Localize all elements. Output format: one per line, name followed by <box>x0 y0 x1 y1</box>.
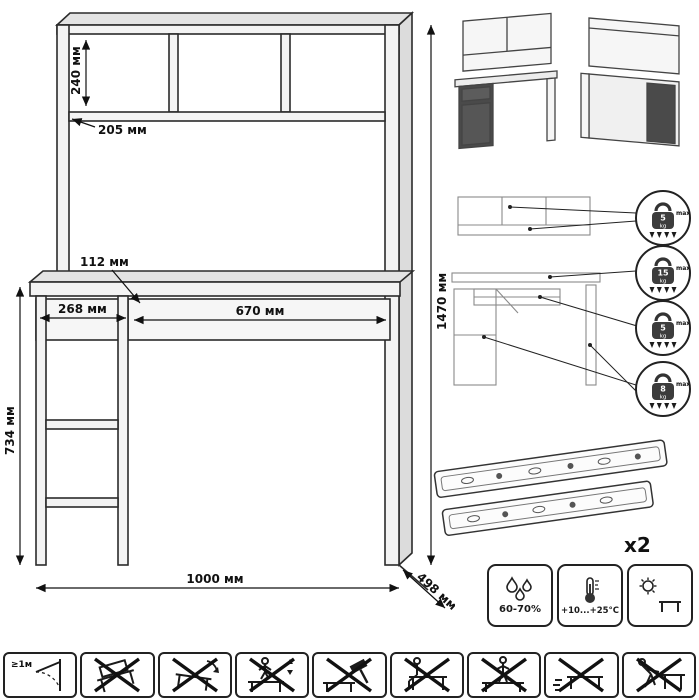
leader-lines <box>483 206 639 394</box>
load-limit-callout-2: 15 kg max <box>635 245 691 301</box>
drawer-slide-rail <box>433 439 668 498</box>
humidity-condition: 60-70% <box>487 564 553 627</box>
kettlebell-icon <box>654 373 672 383</box>
load-max-label: max <box>676 210 690 217</box>
down-arrows-icon <box>649 287 677 293</box>
load-unit: kg <box>660 224 667 230</box>
dim-734-label: 734 мм <box>3 406 17 455</box>
conditions-row: 60-70% +10...+25°С <box>487 564 693 627</box>
no-sit-on-desk-icon <box>403 657 450 693</box>
no-stand-on-desk-icon <box>481 656 528 693</box>
load-weight: 5 <box>660 214 666 223</box>
warning-no-rock <box>157 652 232 698</box>
no-hammer-icon <box>323 657 373 693</box>
kettlebell-icon <box>654 257 672 267</box>
dim-498-label: 498 мм <box>414 570 455 613</box>
dim-670-label: 670 мм <box>236 304 285 318</box>
water-drops-icon <box>506 576 532 601</box>
load-max-label: max <box>676 265 690 272</box>
dim-240-label: 240 мм <box>69 46 83 95</box>
warnings-row: ≥1м <box>3 652 696 698</box>
desk-view-thumbnails <box>454 12 680 150</box>
slides-quantity-label: x2 <box>624 533 651 557</box>
sunlight-condition <box>627 564 693 627</box>
drawer-slides: x2 <box>433 439 668 557</box>
down-arrows-icon <box>649 342 677 348</box>
load-unit: kg <box>660 334 667 340</box>
dim-205-label: 205 мм <box>98 123 147 137</box>
door-clearance-icon: ≥1м <box>11 659 62 691</box>
temperature-value: +10...+25°С <box>560 605 620 616</box>
warning-no-hammer <box>312 652 387 698</box>
door-clearance-value: ≥1м <box>11 660 32 670</box>
sun-over-table-icon <box>639 577 681 612</box>
warning-no-stand <box>466 652 542 698</box>
load-limit-diagram: 5 kg max 15 kg max <box>451 190 691 417</box>
load-weight: 15 <box>657 269 669 278</box>
load-limit-callout-3: 5 kg max <box>635 300 691 356</box>
warning-no-jump <box>234 652 310 698</box>
down-arrows-icon <box>649 232 677 238</box>
desk-front-view-thumbnail <box>454 12 558 150</box>
no-drag-desk-icon <box>553 657 605 693</box>
warning-door-clearance: ≥1м <box>3 652 78 698</box>
dim-1470-label: 1470 мм <box>435 273 449 330</box>
load-limit-callout-1: 5 kg max <box>635 190 691 246</box>
leader-dots <box>482 205 592 347</box>
dim-1000-label: 1000 мм <box>186 572 243 586</box>
warning-no-push <box>621 652 696 698</box>
drawer-slide-rail <box>441 480 654 536</box>
warning-no-tilt <box>80 652 155 698</box>
load-weight: 5 <box>660 324 666 333</box>
humidity-value: 60-70% <box>498 604 541 615</box>
warning-no-drag <box>544 652 619 698</box>
desk-dimension-drawing: 240 мм 205 мм 1470 мм 112 мм 268 мм 670 … <box>3 11 455 613</box>
no-rock-desk-icon <box>171 657 219 693</box>
load-unit: kg <box>660 279 667 285</box>
dim-112-label: 112 мм <box>80 255 129 269</box>
temperature-condition: +10...+25°С <box>557 564 623 627</box>
no-jump-on-desk-icon <box>248 657 296 693</box>
kettlebell-icon <box>654 202 672 212</box>
load-weight: 8 <box>660 385 666 394</box>
down-arrows-icon <box>649 403 677 409</box>
dim-268-label: 268 мм <box>58 302 107 316</box>
thermometer-icon <box>585 576 599 603</box>
dimension-lines <box>15 25 446 609</box>
load-unit: kg <box>660 395 667 401</box>
load-max-label: max <box>676 320 690 327</box>
load-max-label: max <box>676 381 690 388</box>
warning-no-sit <box>389 652 464 698</box>
load-limit-callout-4: 8 kg max <box>635 361 691 417</box>
no-tilt-desk-icon <box>94 657 141 693</box>
exploded-desk-sketch <box>451 196 601 386</box>
kettlebell-icon <box>654 312 672 322</box>
no-push-desk-icon <box>635 657 685 693</box>
desk-back-view-thumbnail <box>580 17 680 147</box>
